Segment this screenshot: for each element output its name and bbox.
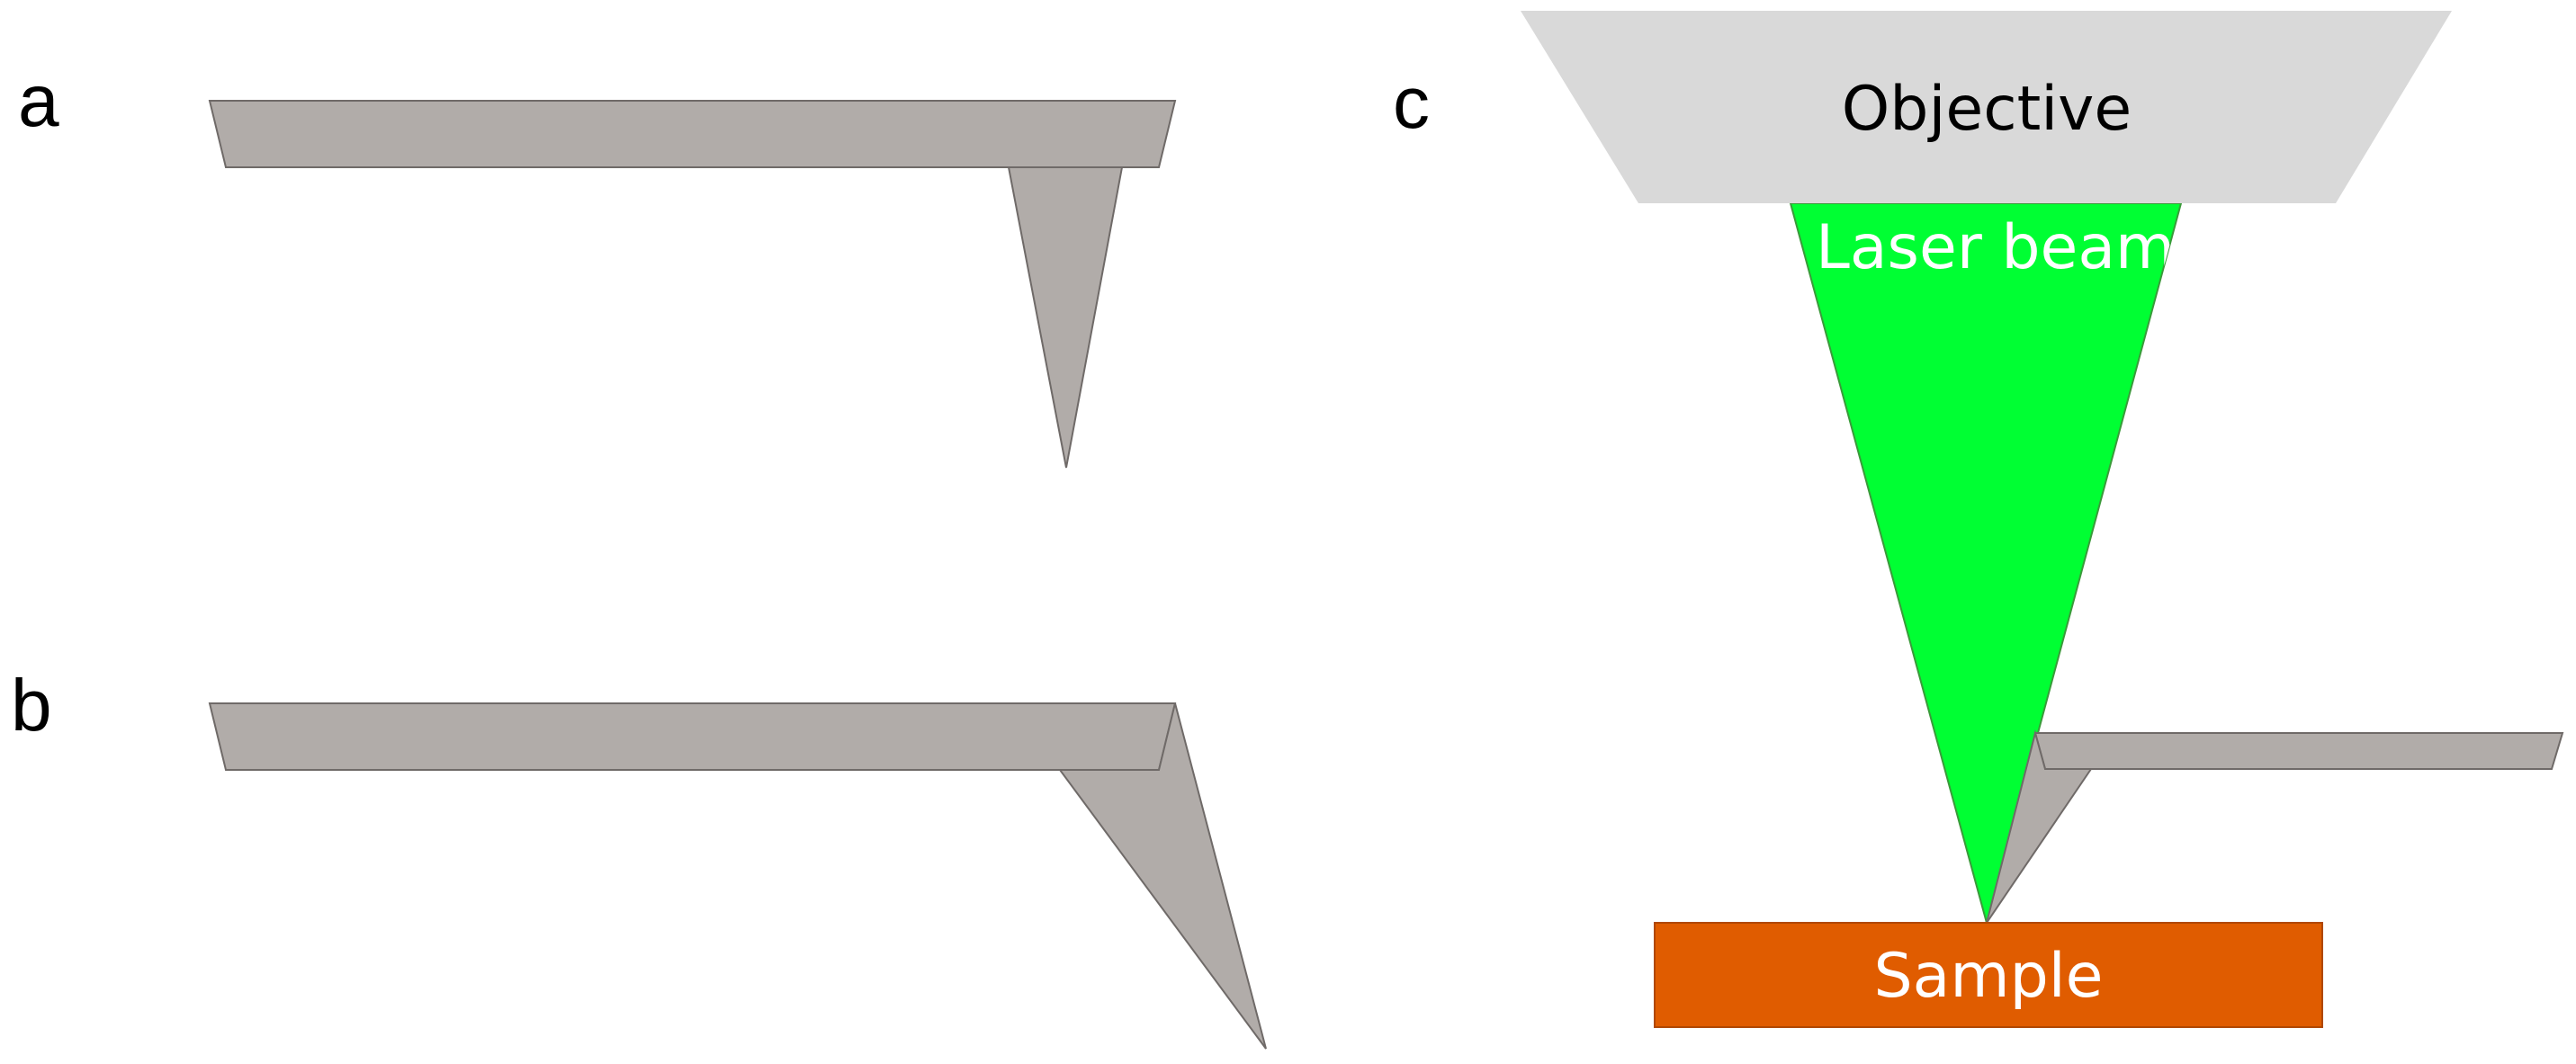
- panel-c-cantilever-beam: [2033, 732, 2564, 770]
- panel-a-vertical-tip: [1007, 166, 1124, 469]
- panel-b-tilted-tip: [1058, 702, 1267, 1050]
- panel-a: a: [18, 60, 1177, 469]
- panel-b-letter: b: [11, 665, 52, 747]
- panel-a-cantilever-beam: [208, 100, 1177, 168]
- objective-label: Objective: [1842, 74, 2132, 145]
- sample-label: Sample: [1874, 941, 2104, 1012]
- panel-c-letter: c: [1393, 62, 1430, 144]
- panel-a-letter: a: [18, 60, 59, 142]
- sample-block: [1654, 922, 2323, 1028]
- laser-beam-label: Laser beam: [1816, 212, 2175, 283]
- panel-b: b: [11, 665, 1267, 1050]
- panel-c: c Objective Laser beam Sample: [1393, 11, 2564, 1028]
- laser-beam: [1789, 202, 2183, 926]
- panel-c-cantilever-tip: [1986, 729, 2093, 924]
- panel-b-cantilever-beam: [208, 702, 1177, 771]
- objective-lens: [1521, 11, 2452, 203]
